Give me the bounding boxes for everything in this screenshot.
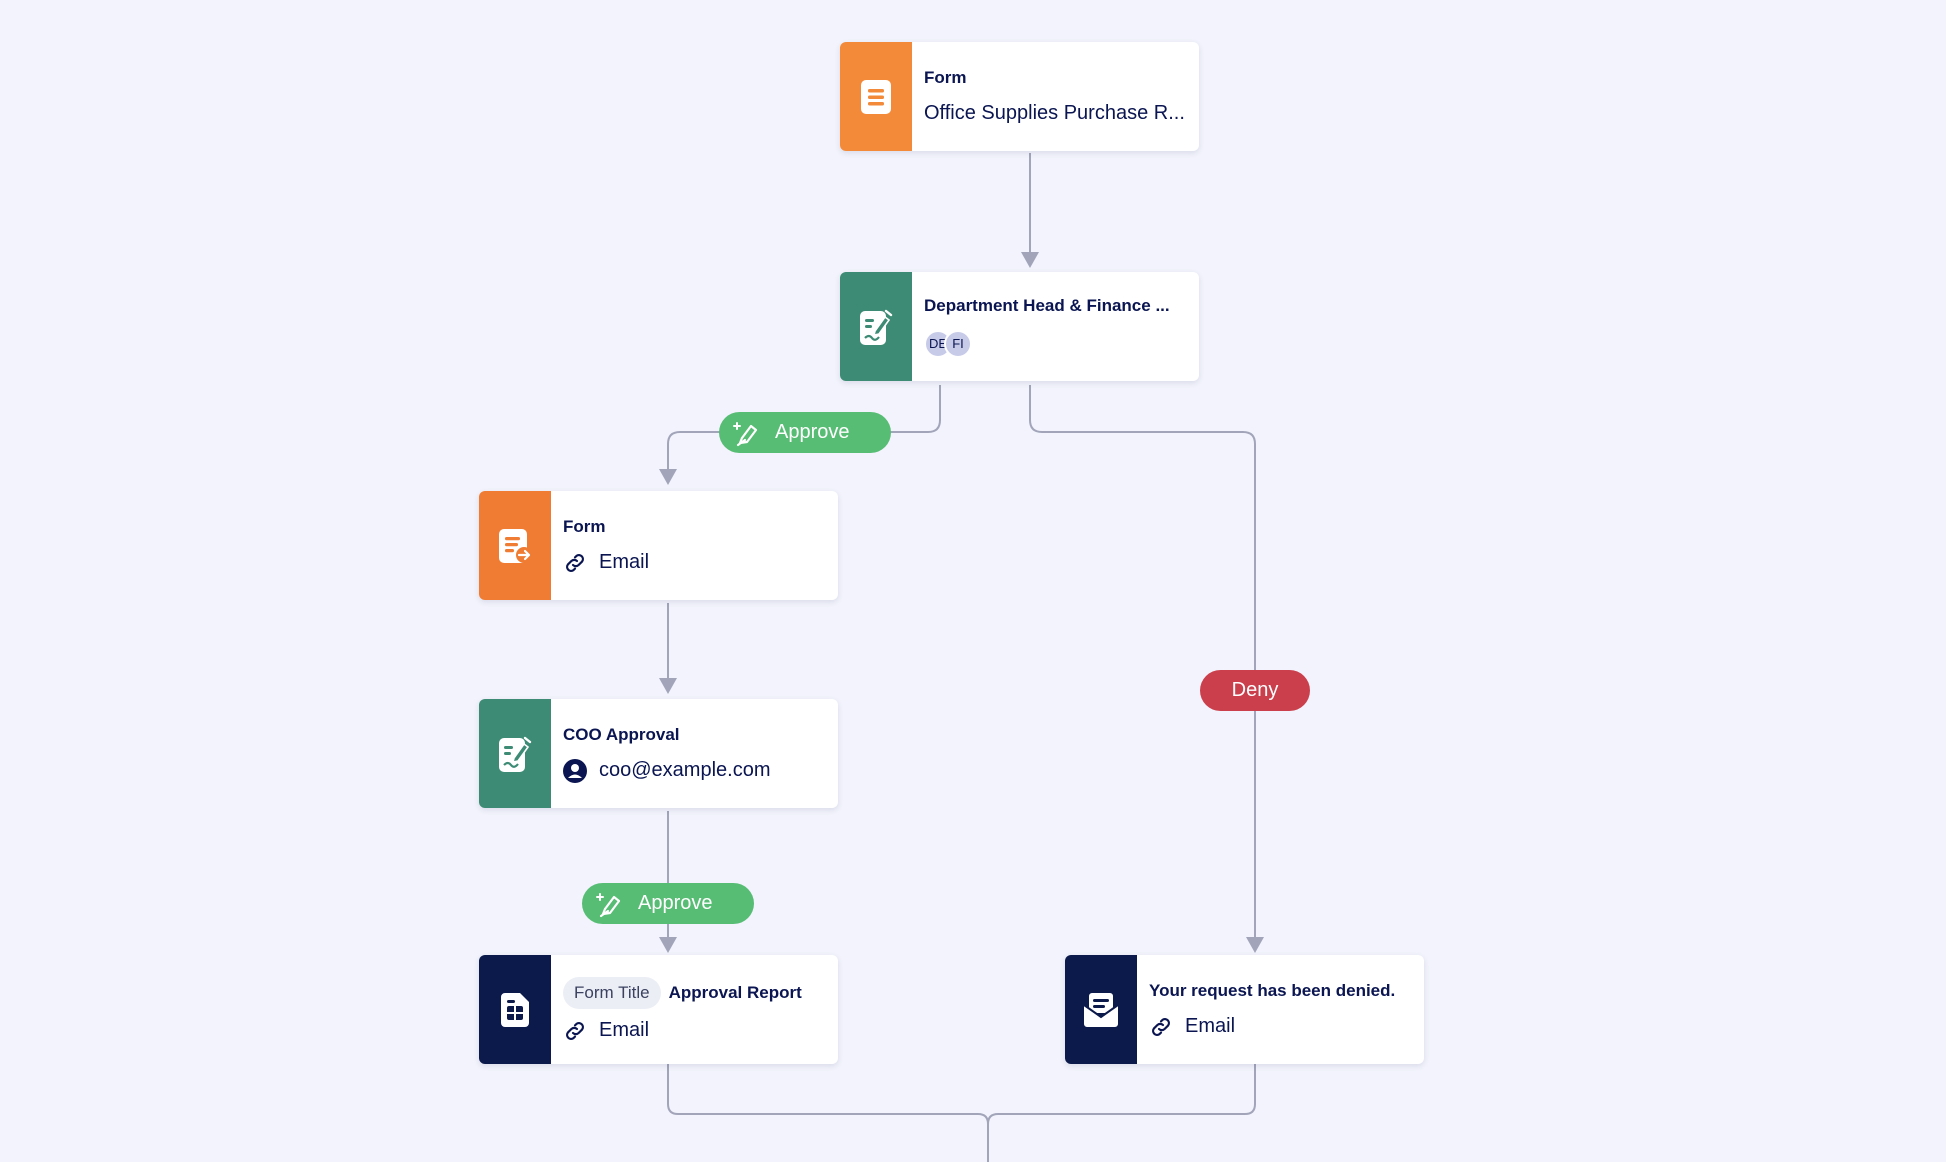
approve-label-text: Approve	[638, 892, 713, 914]
node-denied-email[interactable]: Your request has been denied. Email	[1065, 955, 1424, 1064]
assignee-avatars: DE FI	[924, 329, 1187, 358]
node-approval-report[interactable]: Form Title Approval Report Email	[479, 955, 838, 1064]
node-title-row: Form Title Approval Report	[563, 976, 826, 1009]
approval-tile	[840, 272, 912, 381]
link-icon	[1152, 1017, 1170, 1036]
report-table-icon	[501, 992, 529, 1027]
link-icon	[566, 553, 584, 572]
node-title: Form	[924, 68, 967, 87]
node-subtitle-row: Email	[1149, 1015, 1412, 1039]
form-tile	[479, 491, 551, 600]
arrowhead	[659, 469, 677, 485]
node-title: Department Head & Finance ...	[924, 295, 1170, 315]
approve-pen-icon	[733, 421, 758, 446]
approve-branch-label[interactable]: Approve	[582, 883, 754, 924]
form-tile	[840, 42, 912, 151]
avatar[interactable]: FI	[944, 329, 972, 358]
approval-signature-icon	[499, 736, 532, 772]
approval-tile	[479, 699, 551, 808]
form-title-chip[interactable]: Form Title	[563, 976, 661, 1009]
arrowhead	[659, 678, 677, 694]
approval-signature-icon	[860, 309, 893, 345]
approve-label-text: Approve	[775, 421, 850, 443]
link-icon	[566, 1021, 584, 1040]
connector-report-to-merge	[667, 1064, 989, 1162]
node-form-email[interactable]: Form Email	[479, 491, 838, 600]
node-subtitle-row: Email	[563, 551, 826, 575]
node-subtitle: Office Supplies Purchase R...	[924, 102, 1185, 124]
approve-branch-label[interactable]: Approve	[719, 412, 891, 453]
deny-branch-label[interactable]: Deny	[1200, 670, 1310, 711]
report-tile	[479, 955, 551, 1064]
form-document-icon	[861, 79, 891, 114]
arrowhead	[1021, 252, 1039, 268]
connector-dept-to-deny	[1029, 385, 1256, 945]
deny-label-text: Deny	[1231, 679, 1279, 701]
node-subtitle: Email	[599, 551, 650, 573]
node-subtitle-row: coo@example.com	[563, 758, 826, 783]
node-coo-approval[interactable]: COO Approval coo@example.com	[479, 699, 838, 808]
node-subtitle-row: Email	[563, 1019, 826, 1043]
node-subtitle: Email	[599, 1019, 650, 1041]
node-title: Form	[563, 516, 606, 536]
node-title: Approval Report	[668, 982, 802, 1002]
arrowhead	[659, 937, 677, 953]
user-circle-icon	[563, 758, 587, 783]
node-title: Your request has been denied.	[1149, 980, 1396, 1000]
node-title: COO Approval	[563, 724, 680, 744]
node-dept-approval[interactable]: Department Head & Finance ... DE FI	[840, 272, 1199, 381]
form-forward-icon	[499, 528, 532, 563]
node-subtitle: coo@example.com	[599, 759, 771, 781]
arrowhead	[1246, 937, 1264, 953]
approve-pen-icon	[596, 892, 621, 917]
node-form-start[interactable]: Form Office Supplies Purchase R...	[840, 42, 1199, 151]
connector-denied-to-merge	[987, 1064, 1256, 1125]
envelope-icon	[1083, 992, 1119, 1027]
node-subtitle: Email	[1185, 1015, 1236, 1037]
node-subtitle-row: Office Supplies Purchase R...	[924, 102, 1187, 125]
email-tile	[1065, 955, 1137, 1064]
